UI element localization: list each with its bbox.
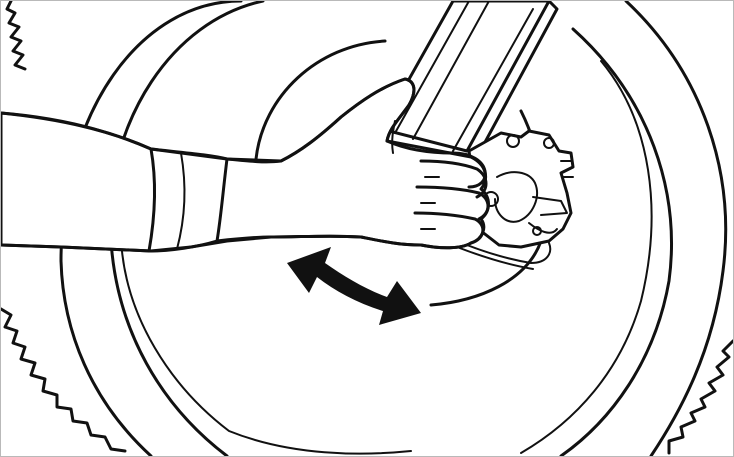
double-headed-rotation-arrow-icon — [287, 247, 421, 325]
tire-tread-left-lower — [1, 309, 125, 451]
rim-inner-right — [521, 61, 652, 453]
rim-inner-ring — [121, 239, 411, 454]
tire-tread-left — [7, 1, 25, 69]
brake-hose-inner — [457, 247, 533, 269]
